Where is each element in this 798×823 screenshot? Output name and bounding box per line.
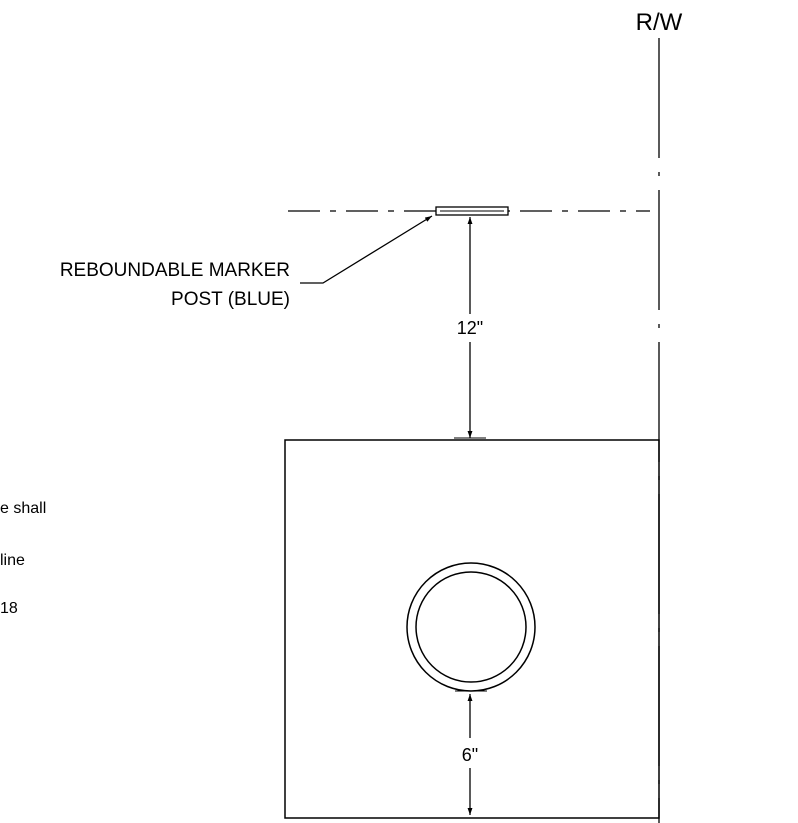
marker-label-line1: REBOUNDABLE MARKER bbox=[60, 260, 290, 281]
side-note-line1: e shall bbox=[0, 500, 46, 517]
marker-leader bbox=[300, 215, 433, 284]
side-note-line2: line bbox=[0, 552, 25, 569]
side-note-line3: 18 bbox=[0, 600, 18, 617]
pipe-inner bbox=[415, 571, 527, 683]
dim-6-label: 6" bbox=[462, 745, 478, 765]
box-outline bbox=[284, 439, 660, 819]
dim-12-label: 12" bbox=[457, 318, 483, 338]
row-label: R/W bbox=[636, 9, 683, 36]
pipe-outer bbox=[406, 562, 536, 692]
marker-label-line2: POST (BLUE) bbox=[171, 289, 290, 310]
